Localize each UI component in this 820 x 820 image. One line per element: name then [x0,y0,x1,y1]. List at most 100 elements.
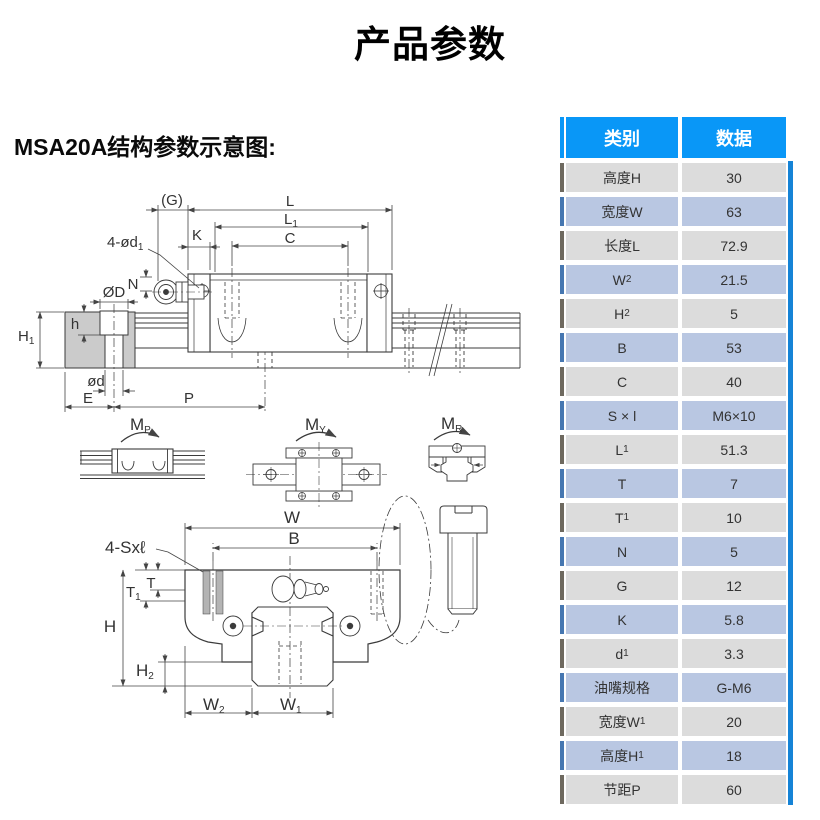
structure-diagram: (G) L L1 C K 4-ød1 ØD N h H1 ød E P MP M… [18,192,521,718]
param-value: 7 [682,469,786,498]
row-accent-bar [560,469,564,498]
svg-text:T: T [146,575,155,592]
front-view-dimensions [112,523,401,718]
param-label: 油嘴规格 [566,673,678,702]
row-accent-bar [560,571,564,600]
param-label-text: L [615,441,624,458]
svg-text:MR: MR [441,414,462,435]
param-label-text: 高度H [600,747,639,764]
param-label-text: W [612,271,626,288]
svg-text:(G): (G) [161,192,183,209]
param-value: 21.5 [682,265,786,294]
param-value: 18 [682,741,786,770]
row-accent-bar [560,401,564,430]
param-label-text: 长度L [604,237,640,254]
param-label-text: 高度H [602,169,642,186]
page-title: 产品参数 [354,24,506,65]
row-accent-bar [560,435,564,464]
param-value: 5 [682,299,786,328]
row-accent-bar [560,231,564,260]
param-label: C [566,367,678,396]
svg-text:L1: L1 [284,211,298,230]
header-data: 数据 [682,117,786,158]
svg-text:T1: T1 [126,584,141,603]
section-heading: MSA20A结构参数示意图: [14,134,276,160]
param-label: K [566,605,678,634]
param-value: 5 [682,537,786,566]
param-label: N [566,537,678,566]
svg-text:H1: H1 [18,328,35,347]
param-value: 3.3 [682,639,786,668]
param-label: 高度H [566,163,678,192]
row-accent-bar [560,163,564,192]
top-view-dimensions [36,205,393,412]
param-label-text: G [616,577,628,594]
row-accent-bar [560,707,564,736]
param-label-text: 节距P [603,781,641,798]
row-accent-bar [560,775,564,804]
row-accent-bar [560,197,564,226]
row-accent-bar [560,503,564,532]
side-view-rail [135,303,521,412]
front-view-rail [243,556,342,698]
svg-text:W: W [284,508,300,527]
side-view-carriage [187,268,393,358]
moment-mr-figure [428,426,486,482]
param-value: 20 [682,707,786,736]
grease-nipple-front-icon [271,575,329,603]
param-row: 节距P 60 [560,775,796,804]
param-label-text: T [617,475,627,492]
mounting-screw-figure [439,505,488,615]
param-label-text: K [617,611,627,628]
svg-text:B: B [288,529,299,548]
param-value: 10 [682,503,786,532]
diagram-labels: (G) L L1 C K 4-ød1 ØD N h H1 ød E P MP M… [18,192,462,716]
param-value: 5.8 [682,605,786,634]
param-value: 60 [682,775,786,804]
param-value: M6×10 [682,401,786,430]
param-label-text: N [616,543,628,560]
param-label: G [566,571,678,600]
param-value: 51.3 [682,435,786,464]
header-accent-bar [560,117,564,158]
moment-mp-figure [80,428,205,479]
svg-text:W2: W2 [203,695,225,716]
row-accent-bar [560,367,564,396]
param-label-text: 宽度W [598,713,640,730]
svg-text:MP: MP [130,415,151,436]
row-accent-bar [560,299,564,328]
param-label-text: T [614,509,624,526]
row-accent-bar [560,673,564,702]
svg-text:H2: H2 [136,661,154,682]
param-label-text: 宽度W [601,203,643,220]
svg-text:E: E [83,390,93,407]
svg-text:P: P [184,390,194,407]
row-accent-bar [560,537,564,566]
param-label: 节距P [566,775,678,804]
svg-text:4-Sxℓ: 4-Sxℓ [105,538,146,557]
param-value: 40 [682,367,786,396]
svg-text:4-ød1: 4-ød1 [107,234,144,253]
param-label: 长度L [566,231,678,260]
svg-text:MY: MY [305,415,326,436]
param-label-text: B [617,339,627,356]
row-accent-bar [560,265,564,294]
